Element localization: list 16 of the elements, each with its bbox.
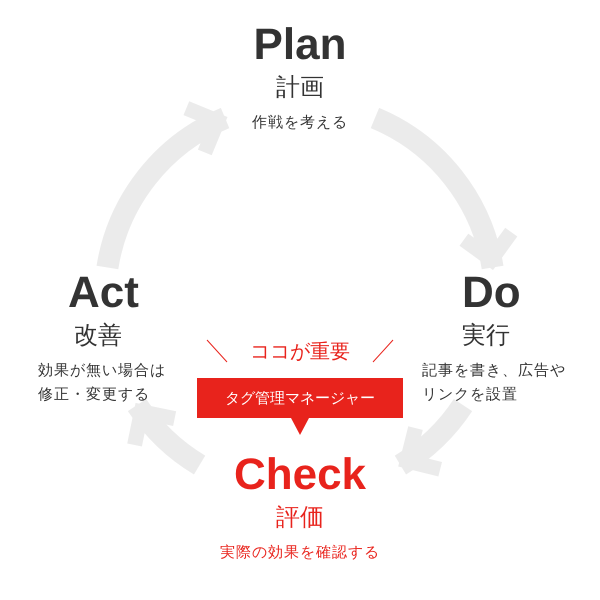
stage-title: Plan	[252, 20, 348, 70]
stage-description: 記事を書き、広告やリンクを設置	[422, 360, 566, 405]
stage-subtitle: 実行	[461, 320, 511, 351]
stage-title: Do	[461, 268, 522, 318]
stage-subtitle: 計画	[275, 72, 325, 103]
stage-subtitle: 評価	[275, 502, 325, 533]
callout-box: タグ管理マネージャー	[197, 378, 403, 436]
stage-title: Act	[67, 268, 140, 318]
stage-title: Check	[232, 450, 368, 500]
emphasis-label: ココが重要	[205, 336, 395, 366]
cycle-arrow	[394, 398, 472, 474]
stage-description: 効果が無い場合は修正・変更する	[38, 360, 167, 405]
stage-description: 作戦を考える	[251, 112, 349, 133]
stage-subtitle: 改善	[73, 320, 123, 351]
cycle-arrow	[128, 398, 206, 474]
stage-description: 実際の効果を確認する	[219, 542, 381, 563]
